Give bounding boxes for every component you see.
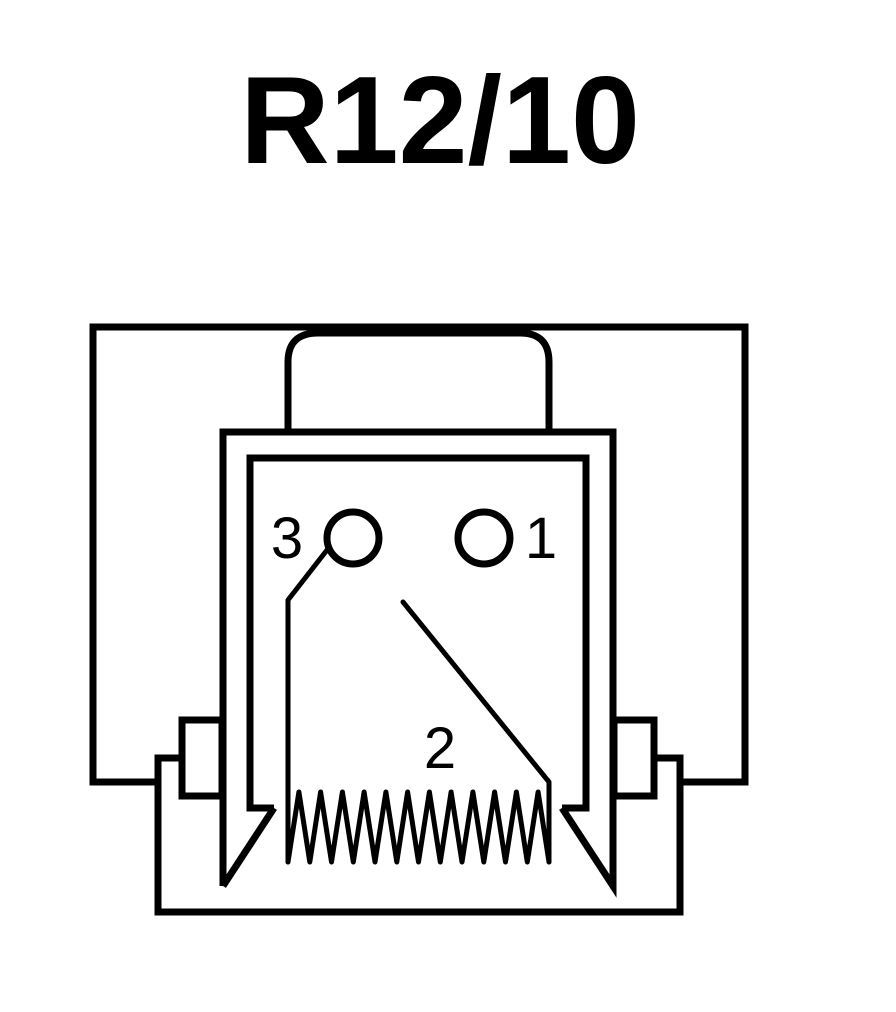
pin-1-terminal	[454, 508, 514, 568]
connector-body-left-point	[220, 806, 277, 888]
outer-housing	[89, 323, 749, 786]
pin-3-lead	[285, 547, 330, 865]
pin-3-terminal	[323, 508, 383, 568]
top-tab	[284, 329, 553, 432]
connector-body-inner	[246, 454, 590, 812]
pin-1-label: 1	[525, 506, 557, 571]
left-side-clip	[178, 716, 226, 800]
diagram-title: R12/10	[240, 52, 640, 190]
right-side-clip	[610, 716, 658, 800]
pin-2-label: 2	[424, 716, 456, 781]
pin-3-label: 3	[271, 506, 303, 571]
bottom-base	[154, 754, 684, 916]
wiper-arm	[400, 599, 552, 865]
connector-body-outer	[219, 428, 617, 898]
resistor-element	[285, 789, 552, 865]
